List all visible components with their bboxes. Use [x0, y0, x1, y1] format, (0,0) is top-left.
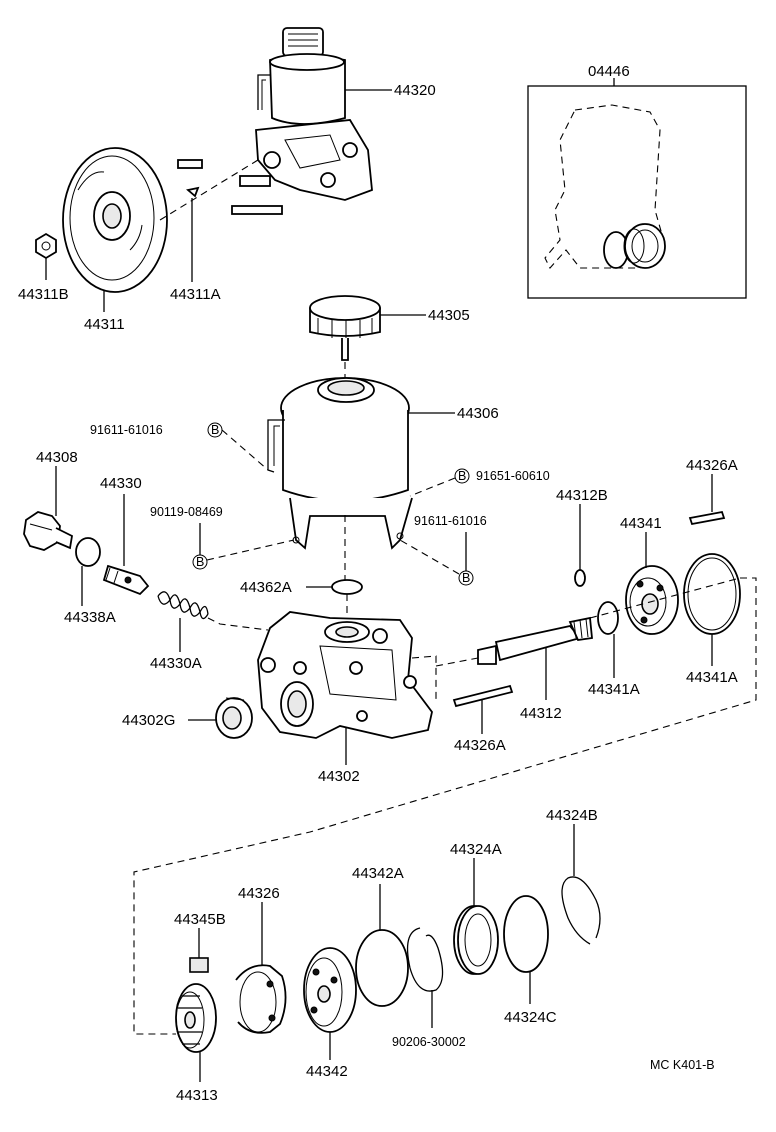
pump-assembly-44320[interactable]	[177, 27, 373, 215]
label-90206-30002: 90206-30002	[392, 1035, 466, 1049]
label-04446: 04446	[588, 63, 630, 80]
o-ring-44342A[interactable]	[355, 929, 409, 1007]
label-91611-61016-a: 91611-61016	[90, 423, 163, 437]
label-44342: 44342	[306, 1063, 348, 1080]
label-91651-60610: 91651-60610	[476, 469, 550, 483]
label-44302: 44302	[318, 768, 360, 785]
label-44330: 44330	[100, 475, 142, 492]
vane-44345B[interactable]	[189, 957, 209, 973]
seal-ring-44324A[interactable]	[453, 905, 499, 975]
reservoir-44306[interactable]	[267, 377, 413, 550]
o-ring-44362A[interactable]	[331, 579, 363, 595]
snap-ring-90206-30002[interactable]	[406, 927, 444, 992]
label-44302G: 44302G	[122, 712, 175, 729]
pump-body-44302[interactable]	[257, 611, 433, 739]
pulley-44311[interactable]	[62, 147, 168, 293]
diagram-code: MC K401-B	[650, 1058, 715, 1072]
side-plate-44341[interactable]	[625, 565, 679, 635]
spring-44330A[interactable]	[157, 591, 209, 620]
flow-control-valve-44330[interactable]	[102, 564, 150, 596]
shaft-44312[interactable]	[477, 616, 593, 665]
reservoir-cap-44305[interactable]	[309, 295, 381, 361]
label-44308: 44308	[36, 449, 78, 466]
label-44338A: 44338A	[64, 609, 116, 626]
label-44341A-b: 44341A	[686, 669, 738, 686]
bolt-marker-91611-a: B	[207, 422, 223, 438]
label-44312: 44312	[520, 705, 562, 722]
pin-44326A-lower[interactable]	[452, 684, 514, 708]
label-44341A-a: 44341A	[588, 681, 640, 698]
label-44326A-upper: 44326A	[686, 457, 738, 474]
oil-seal-44302G[interactable]	[215, 697, 253, 739]
label-44324A: 44324A	[450, 841, 502, 858]
bolt-marker-91651: B	[454, 468, 470, 484]
label-44305: 44305	[428, 307, 470, 324]
union-fitting-44308[interactable]	[23, 511, 73, 551]
svg-text:B: B	[462, 571, 470, 585]
label-44320: 44320	[394, 82, 436, 99]
o-ring-44341A-large[interactable]	[683, 553, 741, 635]
o-ring-44341A-small[interactable]	[597, 601, 619, 635]
label-44306: 44306	[457, 405, 499, 422]
label-44311B: 44311B	[18, 286, 69, 303]
nut-44311B[interactable]	[35, 232, 57, 260]
label-90119-08469: 90119-08469	[150, 505, 223, 519]
gasket-44338A[interactable]	[75, 537, 101, 567]
label-44311A: 44311A	[170, 286, 221, 303]
label-44326A-lower: 44326A	[454, 737, 506, 754]
label-44345B: 44345B	[174, 911, 226, 928]
label-44330A: 44330A	[150, 655, 202, 672]
svg-text:B: B	[458, 469, 466, 483]
label-44312B: 44312B	[556, 487, 608, 504]
rotor-44313[interactable]	[175, 983, 217, 1053]
gasket-kit-04446[interactable]	[527, 85, 747, 299]
bolt-marker-91611-b: B	[458, 570, 474, 586]
svg-text:B: B	[211, 423, 219, 437]
label-44313: 44313	[176, 1087, 218, 1104]
pressure-plate-44342[interactable]	[303, 947, 357, 1033]
svg-text:B: B	[196, 555, 204, 569]
snap-ring-44312B[interactable]	[574, 569, 586, 587]
pin-44326A-upper[interactable]	[688, 510, 726, 526]
label-44324C: 44324C	[504, 1009, 557, 1026]
label-44311: 44311	[84, 316, 125, 333]
snap-ring-44324B[interactable]	[561, 876, 601, 945]
label-44326: 44326	[238, 885, 280, 902]
bolt-marker-90119: B	[192, 554, 208, 570]
label-91611-61016-b: 91611-61016	[414, 514, 487, 528]
label-44342A: 44342A	[352, 865, 404, 882]
o-ring-44324C[interactable]	[503, 895, 549, 973]
cam-ring-44326[interactable]	[235, 964, 287, 1034]
label-44341: 44341	[620, 515, 662, 532]
label-44362A: 44362A	[240, 579, 292, 596]
label-44324B: 44324B	[546, 807, 598, 824]
